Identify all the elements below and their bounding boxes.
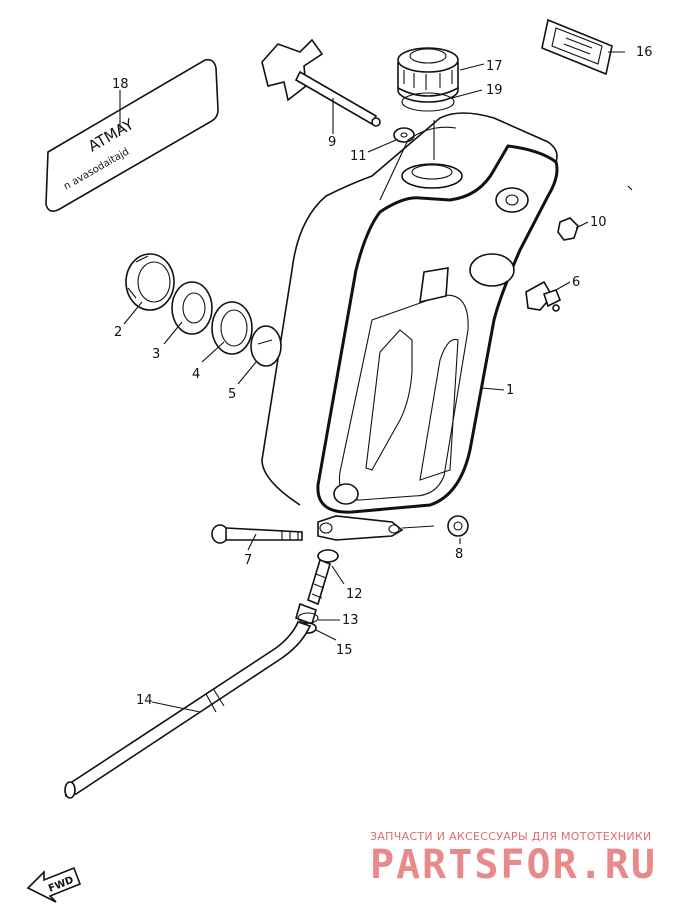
callout-18: 18 <box>112 77 129 92</box>
callout-17: 17 <box>486 59 503 74</box>
callout-14: 14 <box>136 693 153 708</box>
part-8-collar <box>447 515 469 537</box>
part-19-gasket <box>401 92 455 112</box>
callout-labels: 18 16 17 19 9 11 10 6 1 2 3 4 5 7 8 12 1… <box>112 45 653 708</box>
callout-13: 13 <box>342 613 359 628</box>
callout-10: 10 <box>590 215 607 230</box>
part-12-fitting <box>307 549 339 606</box>
part-3-gauge-seal <box>171 281 213 335</box>
part-4-gauge-gasket <box>211 301 253 355</box>
part-18-emblem: ATMAY n avasodaitajd <box>45 58 219 212</box>
tank-rear-bracket <box>317 515 404 541</box>
callout-19: 19 <box>486 83 503 98</box>
leader-lines <box>119 51 633 713</box>
part-11-washer <box>393 127 415 143</box>
watermark-tagline: ЗАПЧАСТИ И АКСЕССУАРЫ ДЛЯ МОТОТЕХНИКИ <box>370 830 652 843</box>
callout-2: 2 <box>114 325 122 340</box>
callout-9: 9 <box>328 135 336 150</box>
part-14-fuel-pipe <box>64 621 312 799</box>
callout-4: 4 <box>192 367 200 382</box>
part-9-fuel-cock <box>261 38 381 127</box>
watermark-brand: PARTSFOR.RU <box>370 842 657 888</box>
watermark: ЗАПЧАСТИ И АКСЕССУАРЫ ДЛЯ МОТОТЕХНИКИ PA… <box>370 830 657 888</box>
part-13-hose-band <box>295 602 319 626</box>
part-16-clip <box>541 18 613 76</box>
callout-6: 6 <box>572 275 580 290</box>
callout-3: 3 <box>152 347 160 362</box>
callout-11: 11 <box>350 149 367 164</box>
callout-5: 5 <box>228 387 236 402</box>
callout-1: 1 <box>506 383 514 398</box>
fwd-arrow: FWD <box>26 866 82 903</box>
callout-12: 12 <box>346 587 363 602</box>
callout-16: 16 <box>636 45 653 60</box>
part-6-damper <box>525 280 562 312</box>
part-7-bolt <box>211 524 303 544</box>
callout-7: 7 <box>244 553 252 568</box>
part-2-gauge-ring <box>125 253 175 311</box>
part-5-gauge-plate <box>250 325 282 367</box>
part-1-fuel-tank <box>261 112 559 514</box>
part-17-fuel-cap <box>397 47 459 103</box>
callout-15: 15 <box>336 643 353 658</box>
part-10-nut <box>557 217 579 241</box>
callout-8: 8 <box>455 547 463 562</box>
